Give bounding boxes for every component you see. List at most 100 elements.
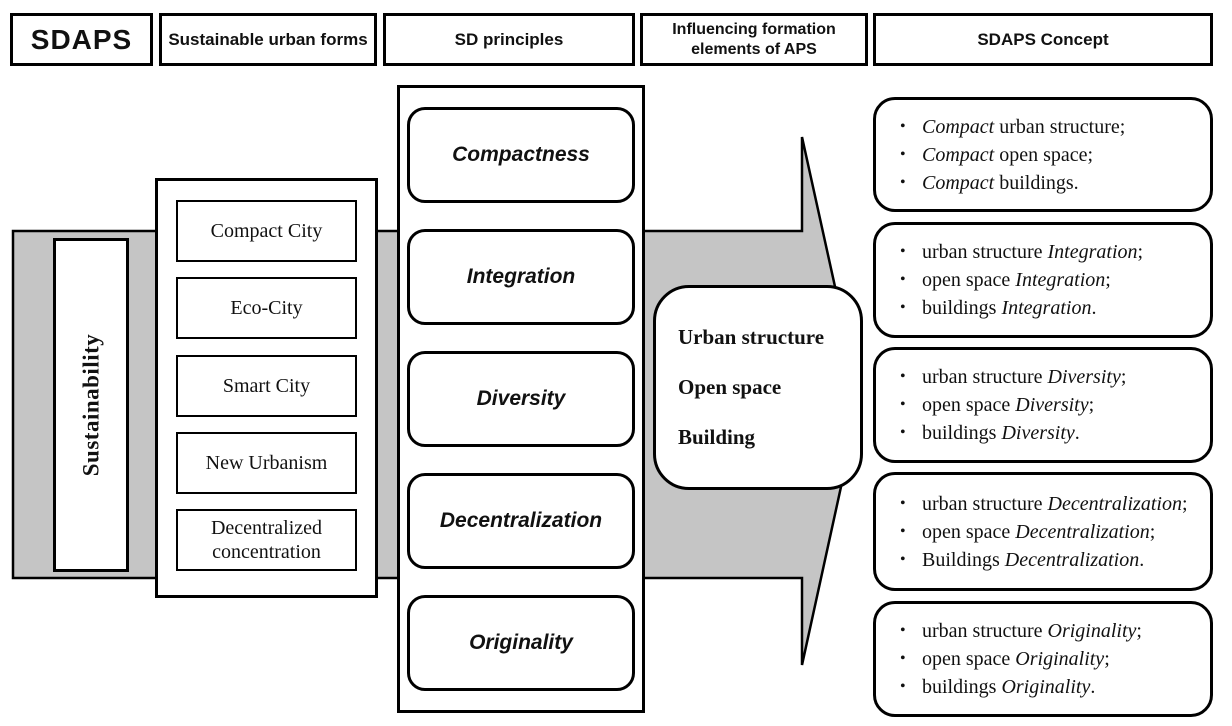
bullet-text: buildings (922, 676, 1002, 698)
bullet-text: urban structure (922, 366, 1048, 388)
bullet-icon: • (900, 271, 906, 288)
bullet-text: open space (922, 520, 1016, 543)
bullet-icon: • (900, 243, 906, 260)
bullet-text: ; (1136, 620, 1142, 642)
urban-form-item: Compact City (176, 200, 357, 262)
bullet-text: . (1091, 297, 1097, 319)
concept-box: • Compact urban structure; • Compact open s… (873, 97, 1213, 212)
header-cell: SDAPS Concept (873, 13, 1213, 66)
bullet-icon: • (900, 650, 906, 667)
bullet-text: . (1139, 548, 1145, 571)
bullet-text: ; (1104, 648, 1110, 670)
concept-box: •urban structure Originality;•open space… (873, 601, 1213, 717)
bullet-text: urban structure (922, 492, 1048, 515)
sd-principle-box: Diversity (407, 351, 635, 447)
header-cell: SD principles (383, 13, 635, 66)
bullet-text: urban structure; (994, 115, 1126, 138)
bullet-item: • buildings Integration. (890, 294, 1204, 322)
bullet-keyword: Integration (1001, 297, 1092, 319)
bullet-text: buildings (922, 422, 1002, 444)
concept-box: • urban structure Diversity; • open space D… (873, 347, 1213, 463)
bullet-text: open space (922, 269, 1016, 291)
bullet-icon: • (900, 299, 906, 316)
bullet-keyword: Diversity (1047, 366, 1121, 388)
bullet-keyword: Diversity (1001, 422, 1075, 444)
bullet-text: ; (1149, 520, 1156, 543)
urban-form-item: Smart City (176, 354, 357, 417)
bullet-item: • open space Diversity; (890, 391, 1204, 419)
concept-column: • Compact urban structure; • Compact open s… (873, 0, 1213, 726)
bullet-keyword: Integration (1015, 269, 1106, 291)
bullet-icon: • (900, 424, 906, 441)
bullet-text: buildings. (994, 171, 1079, 194)
bullet-icon: • (900, 117, 906, 135)
bullet-text: ; (1088, 394, 1095, 416)
bullet-keyword: Originality (1047, 620, 1137, 642)
bullet-keyword: Originality (1001, 676, 1091, 698)
bullet-item: • urban structure Diversity; (890, 363, 1204, 391)
bullet-item: •urban structure Originality; (890, 617, 1204, 645)
bullet-icon: • (900, 678, 906, 695)
bullet-item: • buildings Diversity. (890, 419, 1204, 447)
bullet-item: • Buildings Decentralization. (890, 546, 1204, 574)
sd-principle-box: Decentralization (407, 473, 635, 569)
bullet-keyword: Decentralization (1004, 548, 1140, 571)
bullet-keyword: Integration (1047, 241, 1138, 263)
bullet-text: . (1090, 676, 1096, 698)
bullet-item: • open space Integration; (890, 266, 1204, 294)
bullet-item: • buildings Originality. (890, 673, 1204, 701)
bullet-icon: • (900, 522, 906, 540)
bullet-keyword: Compact (922, 115, 995, 138)
urban-form-item: New Urbanism (176, 431, 357, 494)
bullet-text: open space; (994, 143, 1094, 166)
bullet-icon: • (900, 145, 906, 163)
sustainability-label: Sustainability (78, 333, 103, 477)
bullet-text: ; (1181, 492, 1188, 515)
bullet-item: • Compact buildings. (890, 169, 1204, 197)
bullet-text: buildings (922, 297, 1002, 319)
concept-box: • urban structure Integration; • open space… (873, 222, 1213, 338)
bullet-icon: • (900, 494, 906, 512)
bullet-text: urban structure (922, 620, 1048, 642)
bullet-item: •urban structure Integration; (890, 238, 1204, 266)
bullet-icon: • (900, 173, 906, 191)
header-cell: SDAPS (10, 13, 153, 66)
bullet-keyword: Originality (1015, 648, 1105, 670)
bullet-text: ; (1120, 366, 1127, 388)
sd-principle-box: Compactness (407, 107, 635, 203)
bullet-icon: • (900, 368, 906, 385)
aps-element-label: Urban structure (678, 325, 825, 349)
bullet-text: ; (1105, 269, 1111, 291)
header-cell: Sustainable urban forms (159, 13, 377, 66)
aps-element-label: Building (678, 425, 756, 449)
bullet-text: open space (922, 394, 1016, 416)
bullet-item: • open space Originality; (890, 645, 1204, 673)
bullet-keyword: Compact (922, 171, 995, 194)
bullet-text: . (1074, 422, 1080, 444)
sustainability-box: Sustainability (53, 238, 129, 572)
bullet-text: open space (922, 648, 1016, 670)
bullet-item: • Compact open space; (890, 141, 1204, 169)
bullet-keyword: Decentralization (1015, 520, 1150, 543)
urban-form-item: Eco-City (176, 277, 357, 340)
sd-principle-box: Originality (407, 595, 635, 691)
bullet-item: • urban structure Decentralization; (890, 490, 1204, 518)
aps-element-label: Open space (678, 375, 782, 399)
bullet-text: urban structure (922, 241, 1048, 263)
urban-form-item: Decentralized concentration (176, 509, 357, 571)
bullet-keyword: Diversity (1015, 394, 1089, 416)
concept-box: • urban structure Decentralization; • open … (873, 472, 1213, 591)
bullet-item: • open space Decentralization; (890, 518, 1204, 546)
bullet-item: • Compact urban structure; (890, 113, 1204, 141)
bullet-keyword: Compact (922, 143, 995, 166)
bullet-keyword: Decentralization (1047, 492, 1182, 515)
sd-principle-box: Integration (407, 229, 635, 325)
bullet-icon: • (900, 396, 906, 413)
header-cell: Influencing formation elements of APS (640, 13, 868, 66)
bullet-text: Buildings (922, 548, 1005, 571)
bullet-icon: • (900, 550, 906, 568)
